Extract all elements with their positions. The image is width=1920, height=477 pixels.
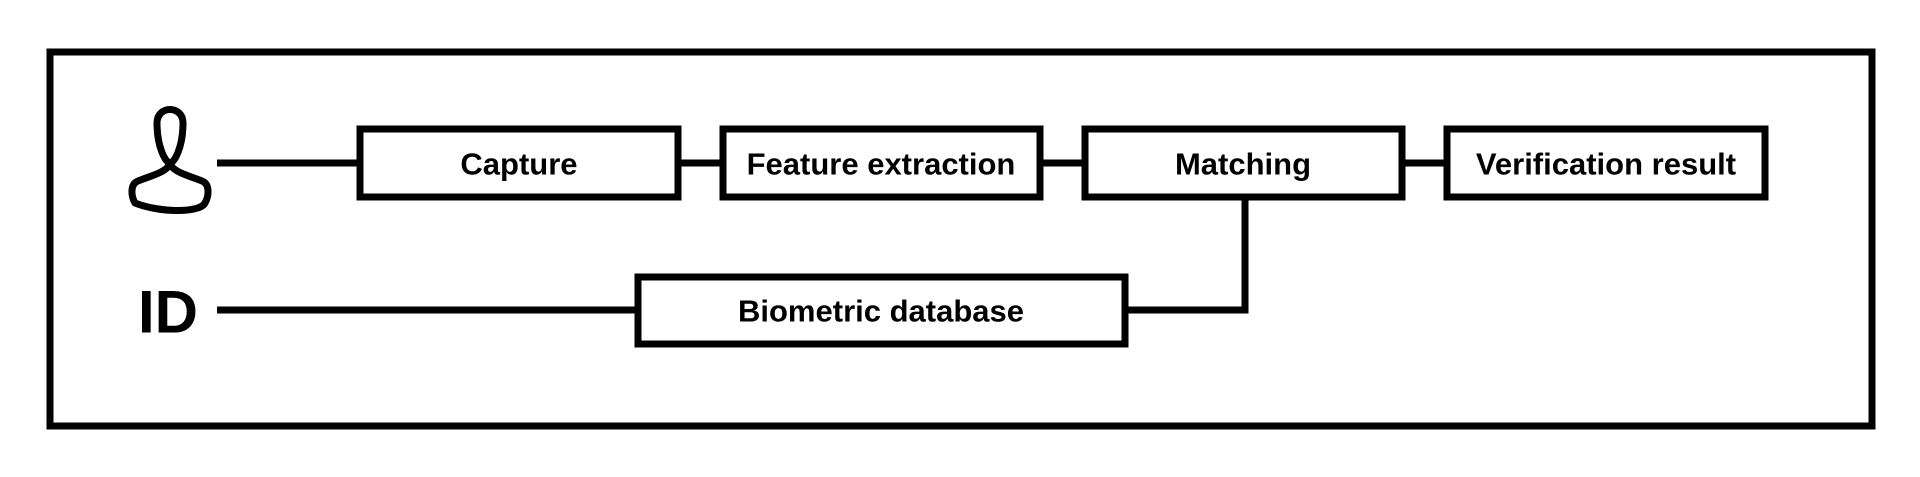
- feature-extraction-box: Feature extraction: [719, 125, 1044, 201]
- capture-label: Capture: [460, 147, 577, 182]
- verification-result-label: Verification result: [1476, 147, 1736, 182]
- verification-result-box: Verification result: [1443, 125, 1769, 201]
- feature-extraction-label: Feature extraction: [747, 147, 1016, 182]
- capture-box: Capture: [356, 125, 682, 201]
- matching-label: Matching: [1175, 147, 1311, 182]
- matching-box: Matching: [1081, 125, 1406, 201]
- id-label: ID: [138, 279, 198, 346]
- outer-frame: [46, 48, 1876, 430]
- connector-database-matching: [1125, 197, 1249, 314]
- biometric-database-box: Biometric database: [634, 273, 1129, 348]
- biometric-database-label: Biometric database: [738, 294, 1024, 329]
- user-icon: [128, 106, 212, 214]
